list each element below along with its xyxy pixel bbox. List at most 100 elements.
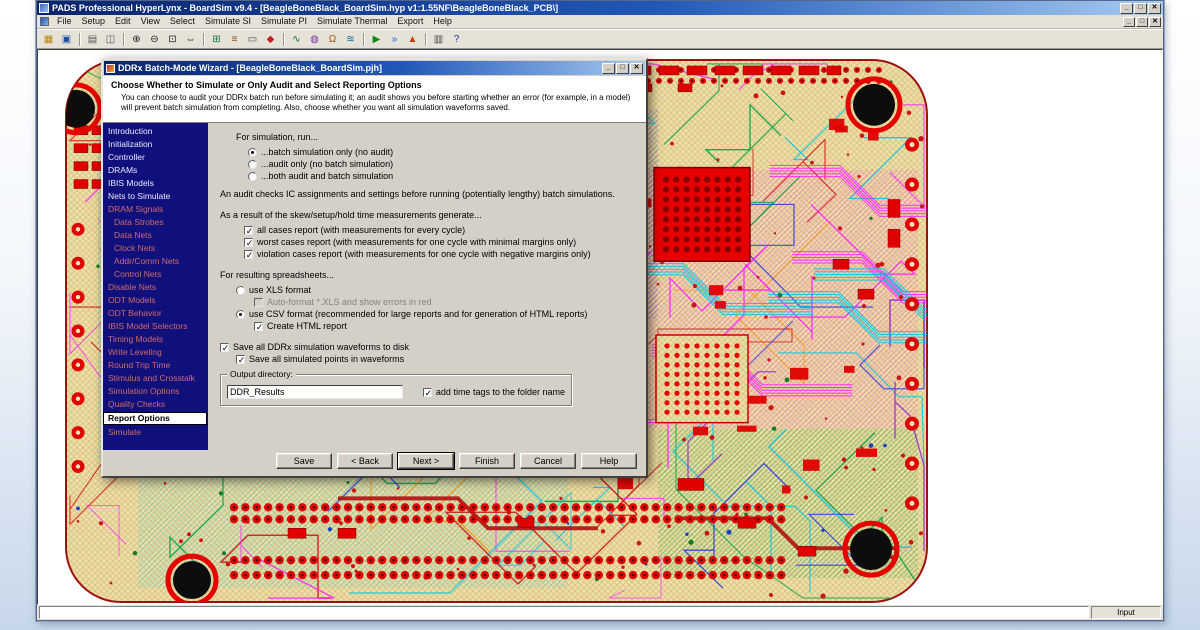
- dialog-titlebar[interactable]: DDRx Batch-Mode Wizard - [BeagleBoneBlac…: [104, 61, 645, 75]
- wizard-nav-item[interactable]: Control Nets: [114, 269, 162, 279]
- checkbox-option[interactable]: violation cases report (with measurement…: [244, 248, 636, 261]
- terminator-wizard-icon[interactable]: Ω: [328, 33, 337, 45]
- dialog-button[interactable]: Cancel: [520, 452, 576, 469]
- open-file-icon[interactable]: ▦: [43, 33, 54, 45]
- print-icon[interactable]: ▤: [87, 33, 98, 45]
- menu-item[interactable]: Edit: [115, 16, 131, 26]
- dialog-button[interactable]: Next >: [397, 451, 455, 470]
- time-tags-option: add time tags to the folder name: [422, 386, 565, 399]
- checkbox-option[interactable]: add time tags to the folder name: [422, 386, 565, 399]
- wizard-nav-item[interactable]: Data Strobes: [114, 217, 164, 227]
- option[interactable]: Auto-format *.XLS and show errors in red: [254, 296, 636, 308]
- dialog-button[interactable]: Finish: [459, 452, 515, 469]
- menu-item[interactable]: Simulate PI: [260, 16, 307, 26]
- menu-item[interactable]: File: [57, 16, 72, 26]
- spectrum-analyzer-icon[interactable]: ◍: [310, 33, 319, 45]
- mdi-minimize-button[interactable]: _: [1123, 16, 1135, 27]
- wizard-nav-item[interactable]: Disable Nets: [108, 282, 157, 292]
- zoom-out-icon[interactable]: ⊖: [150, 33, 159, 45]
- menu-item[interactable]: Select: [169, 16, 195, 26]
- dialog-description: You can choose to audit your DDRx batch …: [121, 93, 631, 113]
- report-icon[interactable]: ▥: [433, 33, 444, 45]
- menu-item[interactable]: Simulate SI: [204, 16, 251, 26]
- run-batch-simulation-icon[interactable]: »: [391, 33, 398, 45]
- minimize-button[interactable]: _: [1120, 2, 1133, 14]
- output-directory-group: Output directory: add time tags to the f…: [220, 369, 572, 406]
- checkbox-control: [422, 387, 433, 399]
- wizard-nav-item[interactable]: Simulation Options: [108, 386, 180, 396]
- checkbox-option[interactable]: Save all simulated points in waveforms: [236, 353, 636, 366]
- wizard-nav-item[interactable]: ODT Models: [108, 295, 156, 305]
- wizard-nav-item[interactable]: Quality Checks: [108, 399, 166, 409]
- wizard-nav-item[interactable]: DRAMs: [108, 165, 138, 175]
- wizard-nav-item[interactable]: Initialization: [108, 139, 153, 149]
- save-icon[interactable]: ▣: [61, 33, 72, 45]
- menu-item[interactable]: Setup: [81, 16, 106, 26]
- dialog-button[interactable]: < Back: [337, 452, 393, 469]
- wizard-nav-item[interactable]: Introduction: [108, 126, 153, 136]
- crosstalk-icon[interactable]: ≋: [346, 33, 355, 45]
- toolbar-separator: [79, 32, 80, 46]
- wizard-nav-item[interactable]: Simulate: [108, 427, 142, 437]
- option-control: [254, 321, 264, 333]
- menu-items: File Setup Edit View Select Simulate SI Simula…: [52, 15, 457, 28]
- wizard-nav-item[interactable]: Data Nets: [114, 230, 152, 240]
- help-icon[interactable]: ?: [453, 33, 460, 45]
- ic-models-icon[interactable]: ▭: [247, 33, 258, 45]
- option[interactable]: Create HTML report: [254, 320, 636, 333]
- wizard-nav-item[interactable]: DRAM Signals: [108, 204, 164, 214]
- close-button[interactable]: ✕: [1148, 2, 1161, 14]
- wizard-nav-item[interactable]: Write Leveling: [108, 347, 162, 357]
- checkbox-option[interactable]: all cases report (with measurements for …: [244, 224, 636, 237]
- wizard-nav-item[interactable]: ODT Behavior: [108, 308, 162, 318]
- app-icon: [39, 3, 49, 13]
- menu-item[interactable]: Simulate Thermal: [317, 16, 388, 26]
- status-message-cell: [39, 606, 1089, 619]
- dialog-maximize-button[interactable]: □: [616, 62, 629, 74]
- mdi-restore-button[interactable]: □: [1136, 16, 1148, 27]
- menu-item[interactable]: Export: [397, 16, 424, 26]
- wizard-nav-item[interactable]: IBIS Models: [108, 178, 154, 188]
- zoom-area-icon[interactable]: ⊡: [168, 33, 177, 45]
- wizard-nav-item[interactable]: IBIS Model Selectors: [108, 321, 188, 331]
- menu-item[interactable]: Help: [433, 16, 452, 26]
- dialog-close-button[interactable]: ✕: [630, 62, 643, 74]
- wizard-nav-item[interactable]: Addr/Comm Nets: [114, 256, 180, 266]
- run-si-simulation-icon[interactable]: ▶: [372, 33, 381, 45]
- radio-option[interactable]: ...audit only (no batch simulation): [248, 158, 636, 170]
- radio-option[interactable]: ...batch simulation only (no audit): [248, 146, 636, 158]
- checkbox-option[interactable]: worst cases report (with measurements fo…: [244, 236, 636, 249]
- wizard-nav-item[interactable]: Timing Models: [108, 334, 163, 344]
- wizard-nav-item[interactable]: Clock Nets: [114, 243, 156, 253]
- option[interactable]: use CSV format (recommended for large re…: [236, 308, 636, 320]
- radio-option[interactable]: ...both audit and batch simulation: [248, 170, 636, 182]
- window-controls: _□✕: [1120, 2, 1161, 14]
- maximize-button[interactable]: □: [1134, 2, 1147, 14]
- board-view-icon[interactable]: ⊞: [212, 33, 221, 45]
- wizard-nav-item[interactable]: Controller: [108, 152, 145, 162]
- thermal-analysis-icon[interactable]: ▲: [407, 33, 418, 45]
- wizard-nav-item[interactable]: Report Options: [103, 412, 207, 425]
- dialog-button[interactable]: Help: [581, 452, 637, 469]
- dialog-minimize-button[interactable]: _: [602, 62, 615, 74]
- stackup-editor-icon[interactable]: ≡: [231, 33, 238, 45]
- window-titlebar[interactable]: PADS Professional HyperLynx - BoardSim v…: [37, 1, 1163, 15]
- zoom-in-icon[interactable]: ⊕: [132, 33, 141, 45]
- option[interactable]: use XLS format: [236, 284, 636, 296]
- wizard-nav-item[interactable]: Round Trip Time: [108, 360, 171, 370]
- net-highlight-icon[interactable]: ◆: [266, 33, 275, 45]
- wizard-nav-item[interactable]: Nets to Simulate: [108, 191, 171, 201]
- wizard-nav-item[interactable]: Stimulus and Crosstalk: [108, 373, 195, 383]
- dialog-button[interactable]: Save: [276, 452, 332, 469]
- pan-icon[interactable]: ⇔: [185, 33, 196, 45]
- output-directory-input[interactable]: [227, 385, 403, 399]
- dialog-controls: _□✕: [602, 62, 643, 74]
- menu-item[interactable]: View: [140, 16, 160, 26]
- mdi-close-button[interactable]: ✕: [1149, 16, 1161, 27]
- checkbox-option[interactable]: Save all DDRx simulation waveforms to di…: [220, 341, 636, 354]
- copy-icon[interactable]: ◫: [105, 33, 116, 45]
- oscilloscope-icon[interactable]: ∿: [292, 33, 301, 45]
